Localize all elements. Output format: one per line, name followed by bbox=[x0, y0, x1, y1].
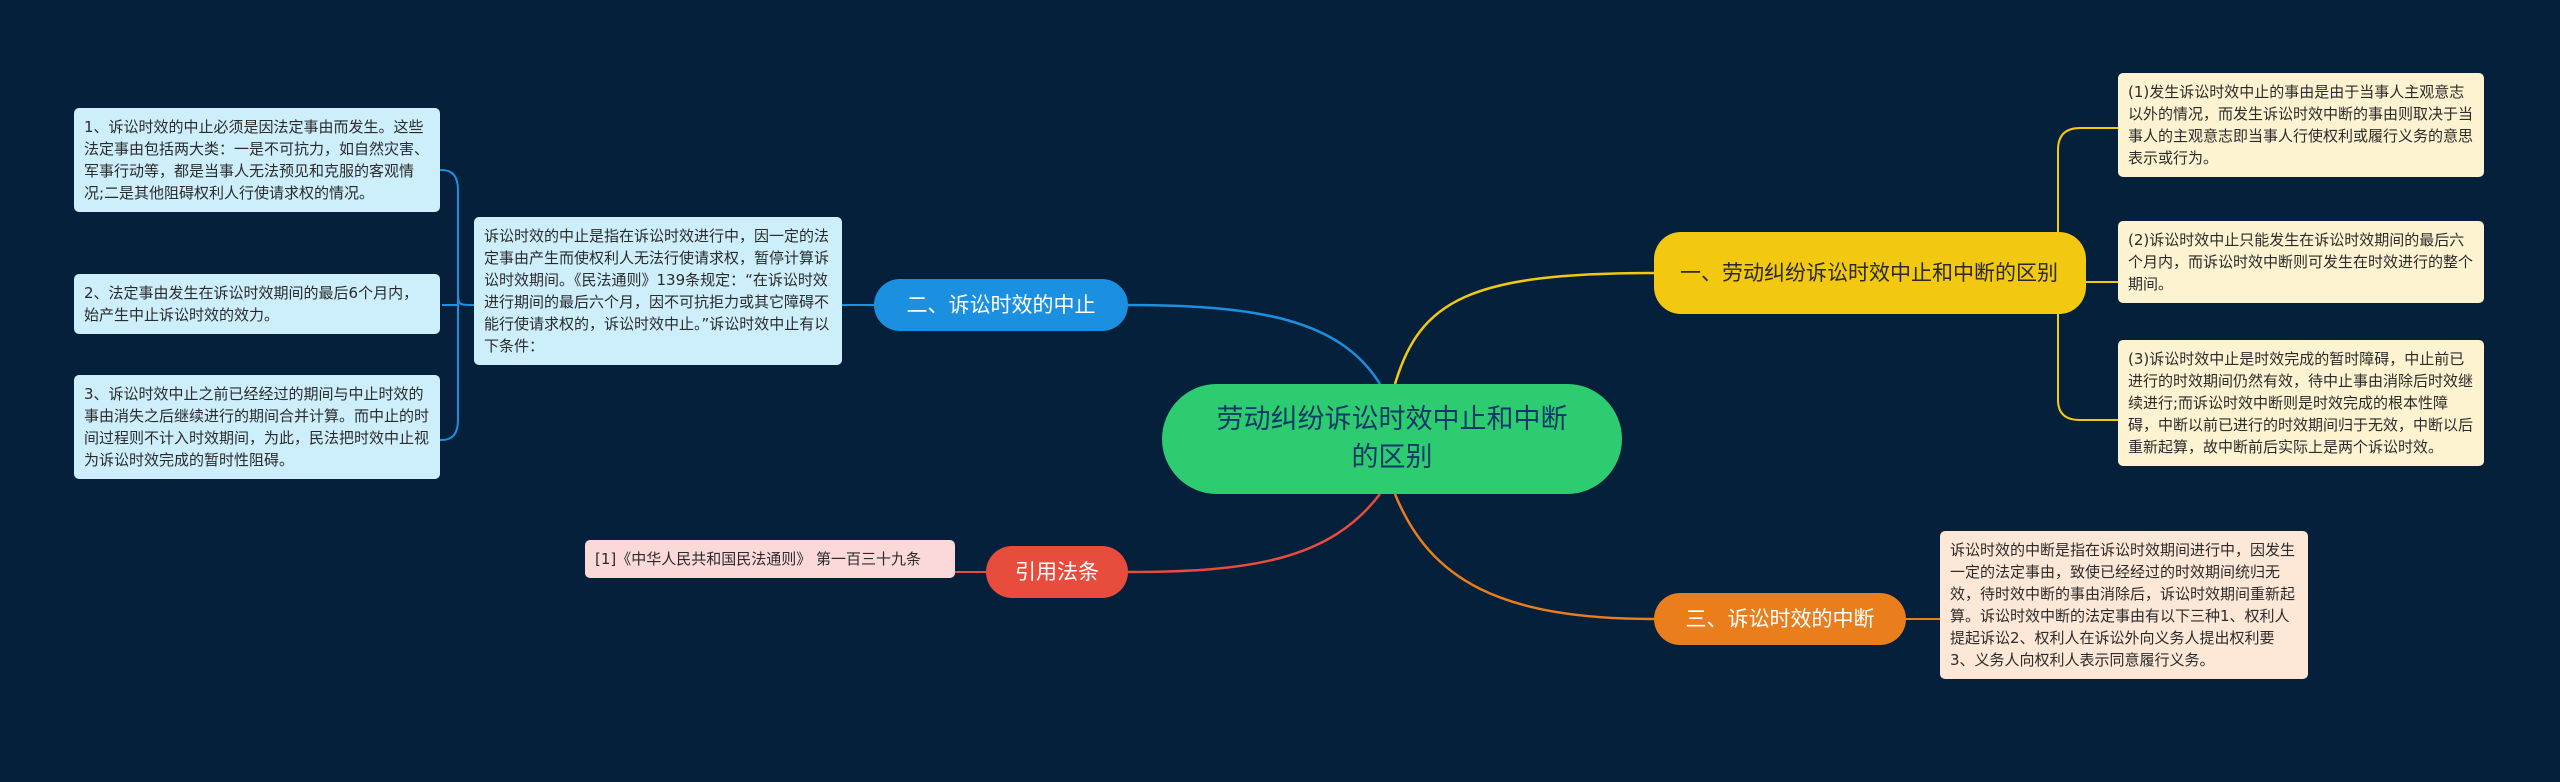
branch-2-item-2[interactable]: 2、法定事由发生在诉讼时效期间的最后6个月内，始产生中止诉讼时效的效力。 bbox=[74, 274, 440, 334]
root-topic[interactable]: 劳动纠纷诉讼时效中止和中断的区别 bbox=[1162, 384, 1622, 494]
branch-4-topic[interactable]: 引用法条 bbox=[986, 546, 1128, 598]
branch-1-label: 一、劳动纠纷诉讼时效中止和中断的区别 bbox=[1680, 261, 2058, 285]
branch-3-topic[interactable]: 三、诉讼时效的中断 bbox=[1654, 593, 1906, 645]
connector-root-to-branch4 bbox=[1127, 493, 1381, 574]
branch-2-item-3[interactable]: 3、诉讼时效中止之前已经经过的期间与中止时效的事由消失之后继续进行的期间合并计算… bbox=[74, 375, 440, 479]
branch-2-item-2-text: 2、法定事由发生在诉讼时效期间的最后6个月内，始产生中止诉讼时效的效力。 bbox=[84, 284, 419, 324]
branch-2-intro[interactable]: 诉讼时效的中止是指在诉讼时效进行中，因一定的法定事由产生而使权利人无法行使请求权… bbox=[474, 217, 842, 365]
bracket-branch2-items bbox=[440, 169, 475, 441]
connector-root-to-branch3 bbox=[1393, 493, 1655, 621]
branch-1-topic[interactable]: 一、劳动纠纷诉讼时效中止和中断的区别 bbox=[1654, 232, 2086, 314]
branch-2-item-3-text: 3、诉讼时效中止之前已经经过的期间与中止时效的事由消失之后继续进行的期间合并计算… bbox=[84, 385, 430, 469]
branch-2-topic[interactable]: 二、诉讼时效的中止 bbox=[874, 279, 1128, 331]
branch-1-item-1[interactable]: (1)发生诉讼时效中止的事由是由于当事人主观意志以外的情况，而发生诉讼时效中断的… bbox=[2118, 73, 2484, 177]
branch-3-detail[interactable]: 诉讼时效的中断是指在诉讼时效期间进行中，因发生一定的法定事由，致使已经经过的时效… bbox=[1940, 531, 2308, 679]
branch-2-label: 二、诉讼时效的中止 bbox=[906, 293, 1096, 317]
branch-1-item-2-text: (2)诉讼时效中止只能发生在诉讼时效期间的最后六个月内，而诉讼时效中断则可发生在… bbox=[2128, 231, 2474, 293]
connector-root-to-branch1 bbox=[1393, 271, 1655, 385]
connector-root-to-branch2 bbox=[1127, 303, 1382, 385]
branch-1-item-3-text: (3)诉讼时效中止是时效完成的暂时障碍，中止前已进行的时效期间仍然有效，待中止事… bbox=[2128, 350, 2474, 456]
branch-4-detail[interactable]: [1]《中华人民共和国民法通则》 第一百三十九条 bbox=[585, 540, 955, 578]
branch-4-detail-text: [1]《中华人民共和国民法通则》 第一百三十九条 bbox=[595, 550, 922, 568]
branch-2-intro-text: 诉讼时效的中止是指在诉讼时效进行中，因一定的法定事由产生而使权利人无法行使请求权… bbox=[484, 227, 830, 355]
branch-1-item-2[interactable]: (2)诉讼时效中止只能发生在诉讼时效期间的最后六个月内，而诉讼时效中断则可发生在… bbox=[2118, 221, 2484, 303]
branch-2-item-1-text: 1、诉讼时效的中止必须是因法定事由而发生。这些法定事由包括两大类：一是不可抗力，… bbox=[84, 118, 430, 202]
branch-3-detail-text: 诉讼时效的中断是指在诉讼时效期间进行中，因发生一定的法定事由，致使已经经过的时效… bbox=[1950, 541, 2296, 669]
branch-4-label: 引用法条 bbox=[1015, 560, 1099, 584]
branch-2-item-1[interactable]: 1、诉讼时效的中止必须是因法定事由而发生。这些法定事由包括两大类：一是不可抗力，… bbox=[74, 108, 440, 212]
root-topic-label: 劳动纠纷诉讼时效中止和中断的区别 bbox=[1216, 404, 1568, 473]
branch-1-item-1-text: (1)发生诉讼时效中止的事由是由于当事人主观意志以外的情况，而发生诉讼时效中断的… bbox=[2128, 83, 2474, 167]
branch-3-label: 三、诉讼时效的中断 bbox=[1685, 607, 1875, 631]
branch-1-item-3[interactable]: (3)诉讼时效中止是时效完成的暂时障碍，中止前已进行的时效期间仍然有效，待中止事… bbox=[2118, 340, 2484, 466]
